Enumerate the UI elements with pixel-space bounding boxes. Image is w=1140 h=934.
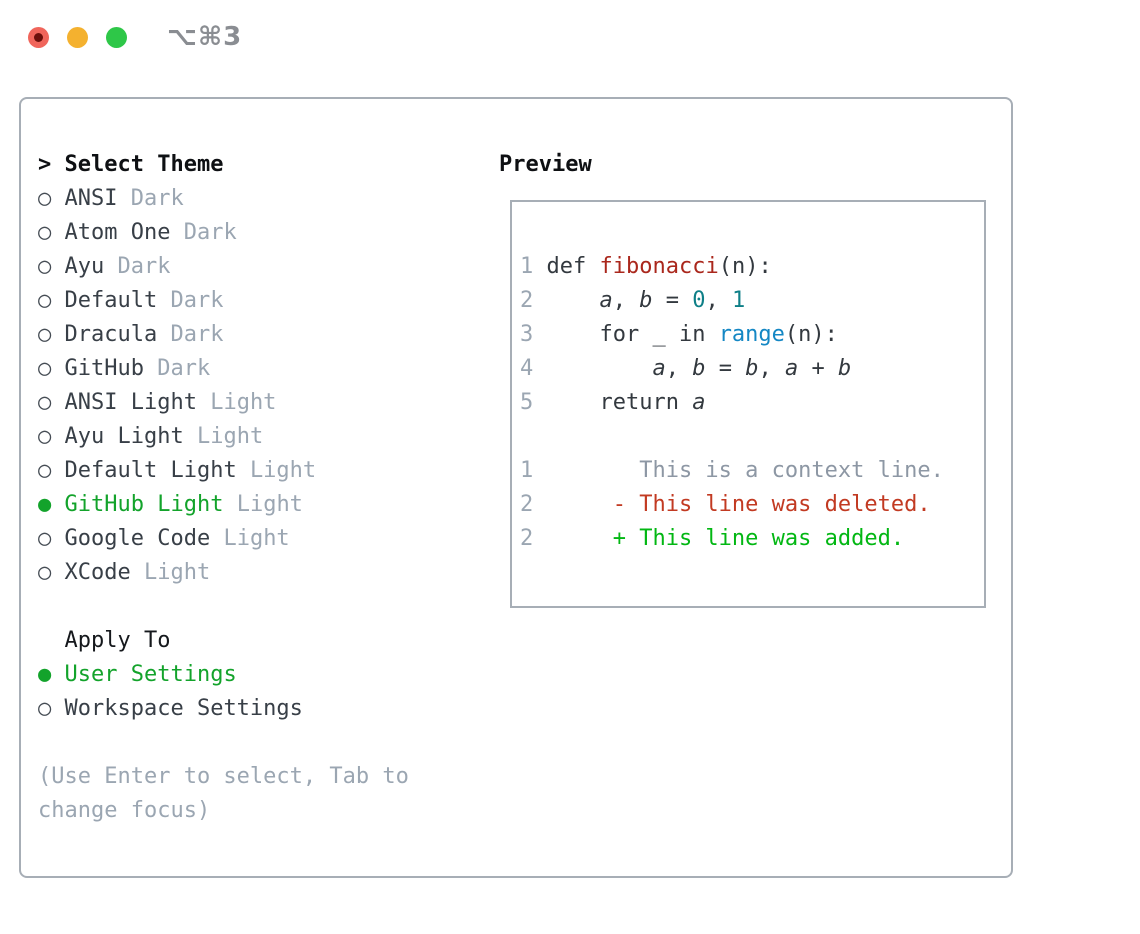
spacer bbox=[38, 726, 409, 760]
theme-selector-column: > Select Theme ○ ANSI Dark○ Atom One Dar… bbox=[38, 148, 409, 828]
code-blank-line bbox=[520, 420, 984, 454]
theme-option-label: Google Code bbox=[64, 526, 211, 551]
radio-unselected-icon: ○ bbox=[38, 322, 52, 347]
theme-option-label: Ayu bbox=[64, 254, 105, 279]
radio-unselected-icon: ○ bbox=[38, 696, 52, 721]
theme-option-xcode[interactable]: ○ XCode Light bbox=[38, 556, 409, 590]
apply-option-user-settings[interactable]: ● User Settings bbox=[38, 658, 409, 692]
theme-option-ansi-light[interactable]: ○ ANSI Light Light bbox=[38, 386, 409, 420]
zoom-button[interactable] bbox=[106, 27, 127, 48]
select-theme-header: > Select Theme bbox=[38, 148, 409, 182]
theme-variant-tag: Dark bbox=[183, 220, 237, 245]
radio-unselected-icon: ○ bbox=[38, 424, 52, 449]
theme-option-label: Ayu Light bbox=[64, 424, 184, 449]
prompt-icon: > bbox=[38, 152, 52, 177]
code-line: 5 return a bbox=[520, 390, 706, 415]
theme-option-label: ANSI bbox=[64, 186, 118, 211]
radio-selected-icon: ● bbox=[38, 662, 52, 687]
theme-variant-tag: Light bbox=[196, 424, 264, 449]
radio-unselected-icon: ○ bbox=[38, 526, 52, 551]
theme-list: ○ ANSI Dark○ Atom One Dark○ Ayu Dark○ De… bbox=[38, 182, 409, 590]
code-line: 2 - This line was deleted. bbox=[520, 492, 931, 517]
spacer bbox=[38, 590, 409, 624]
theme-variant-tag: Dark bbox=[157, 356, 211, 381]
radio-unselected-icon: ○ bbox=[38, 560, 52, 585]
theme-variant-tag: Light bbox=[223, 526, 290, 551]
code-line: 2 a, b = 0, 1 bbox=[520, 288, 746, 313]
hint-line: change focus) bbox=[38, 798, 211, 823]
code-preview: 1 def fibonacci(n): 2 a, b = 0, 1 3 for _ … bbox=[512, 202, 984, 556]
code-line: 1 This is a context line. bbox=[520, 458, 944, 483]
hint-line: (Use Enter to select, Tab to bbox=[38, 764, 409, 789]
theme-option-google-code[interactable]: ○ Google Code Light bbox=[38, 522, 409, 556]
window-title: ⌥⌘3 bbox=[167, 22, 243, 52]
theme-option-label: GitHub Light bbox=[64, 492, 224, 517]
theme-option-ayu-light[interactable]: ○ Ayu Light Light bbox=[38, 420, 409, 454]
theme-option-label: Default bbox=[64, 288, 158, 313]
close-button[interactable] bbox=[28, 27, 49, 48]
theme-option-ayu[interactable]: ○ Ayu Dark bbox=[38, 250, 409, 284]
apply-to-header: Apply To bbox=[64, 628, 171, 653]
theme-variant-tag: Light bbox=[249, 458, 317, 483]
theme-option-label: ANSI Light bbox=[64, 390, 197, 415]
theme-variant-tag: Light bbox=[236, 492, 303, 517]
theme-option-label: XCode bbox=[64, 560, 131, 585]
radio-selected-icon: ● bbox=[38, 492, 52, 517]
theme-option-default-light[interactable]: ○ Default Light Light bbox=[38, 454, 409, 488]
radio-unselected-icon: ○ bbox=[38, 186, 52, 211]
theme-option-ansi[interactable]: ○ ANSI Dark bbox=[38, 182, 409, 216]
theme-picker-panel: > Select Theme ○ ANSI Dark○ Atom One Dar… bbox=[19, 97, 1013, 878]
apply-to-list: ● User Settings○ Workspace Settings bbox=[38, 658, 409, 726]
apply-option-label: Workspace Settings bbox=[64, 696, 303, 721]
theme-option-github[interactable]: ○ GitHub Dark bbox=[38, 352, 409, 386]
select-theme-title: Select Theme bbox=[64, 152, 224, 177]
title-bar: ⌥⌘3 bbox=[0, 0, 1140, 76]
theme-variant-tag: Dark bbox=[130, 186, 184, 211]
preview-title: Preview bbox=[499, 152, 592, 177]
code-line: 1 def fibonacci(n): bbox=[520, 254, 772, 279]
hint-text: (Use Enter to select, Tab to change focus… bbox=[38, 760, 409, 828]
radio-unselected-icon: ○ bbox=[38, 254, 52, 279]
apply-option-workspace-settings[interactable]: ○ Workspace Settings bbox=[38, 692, 409, 726]
minimize-button[interactable] bbox=[67, 27, 88, 48]
theme-option-label: Dracula bbox=[64, 322, 158, 347]
radio-unselected-icon: ○ bbox=[38, 390, 52, 415]
theme-variant-tag: Light bbox=[143, 560, 211, 585]
theme-option-label: Default Light bbox=[64, 458, 237, 483]
radio-unselected-icon: ○ bbox=[38, 458, 52, 483]
radio-unselected-icon: ○ bbox=[38, 220, 52, 245]
radio-unselected-icon: ○ bbox=[38, 288, 52, 313]
theme-variant-tag: Light bbox=[210, 390, 277, 415]
apply-option-label: User Settings bbox=[64, 662, 237, 687]
theme-option-label: Atom One bbox=[64, 220, 171, 245]
theme-option-label: GitHub bbox=[64, 356, 144, 381]
theme-option-atom-one[interactable]: ○ Atom One Dark bbox=[38, 216, 409, 250]
preview-box: 1 def fibonacci(n): 2 a, b = 0, 1 3 for _ … bbox=[510, 200, 986, 608]
close-dot-icon bbox=[34, 33, 43, 42]
theme-option-dracula[interactable]: ○ Dracula Dark bbox=[38, 318, 409, 352]
theme-variant-tag: Dark bbox=[170, 288, 224, 313]
code-line: 3 for _ in range(n): bbox=[520, 322, 838, 347]
radio-unselected-icon: ○ bbox=[38, 356, 52, 381]
code-line: 2 + This line was added. bbox=[520, 526, 905, 551]
theme-option-default[interactable]: ○ Default Dark bbox=[38, 284, 409, 318]
theme-option-github-light[interactable]: ● GitHub Light Light bbox=[38, 488, 409, 522]
theme-variant-tag: Dark bbox=[117, 254, 171, 279]
theme-variant-tag: Dark bbox=[170, 322, 224, 347]
code-line: 4 a, b = b, a + b bbox=[520, 356, 852, 381]
